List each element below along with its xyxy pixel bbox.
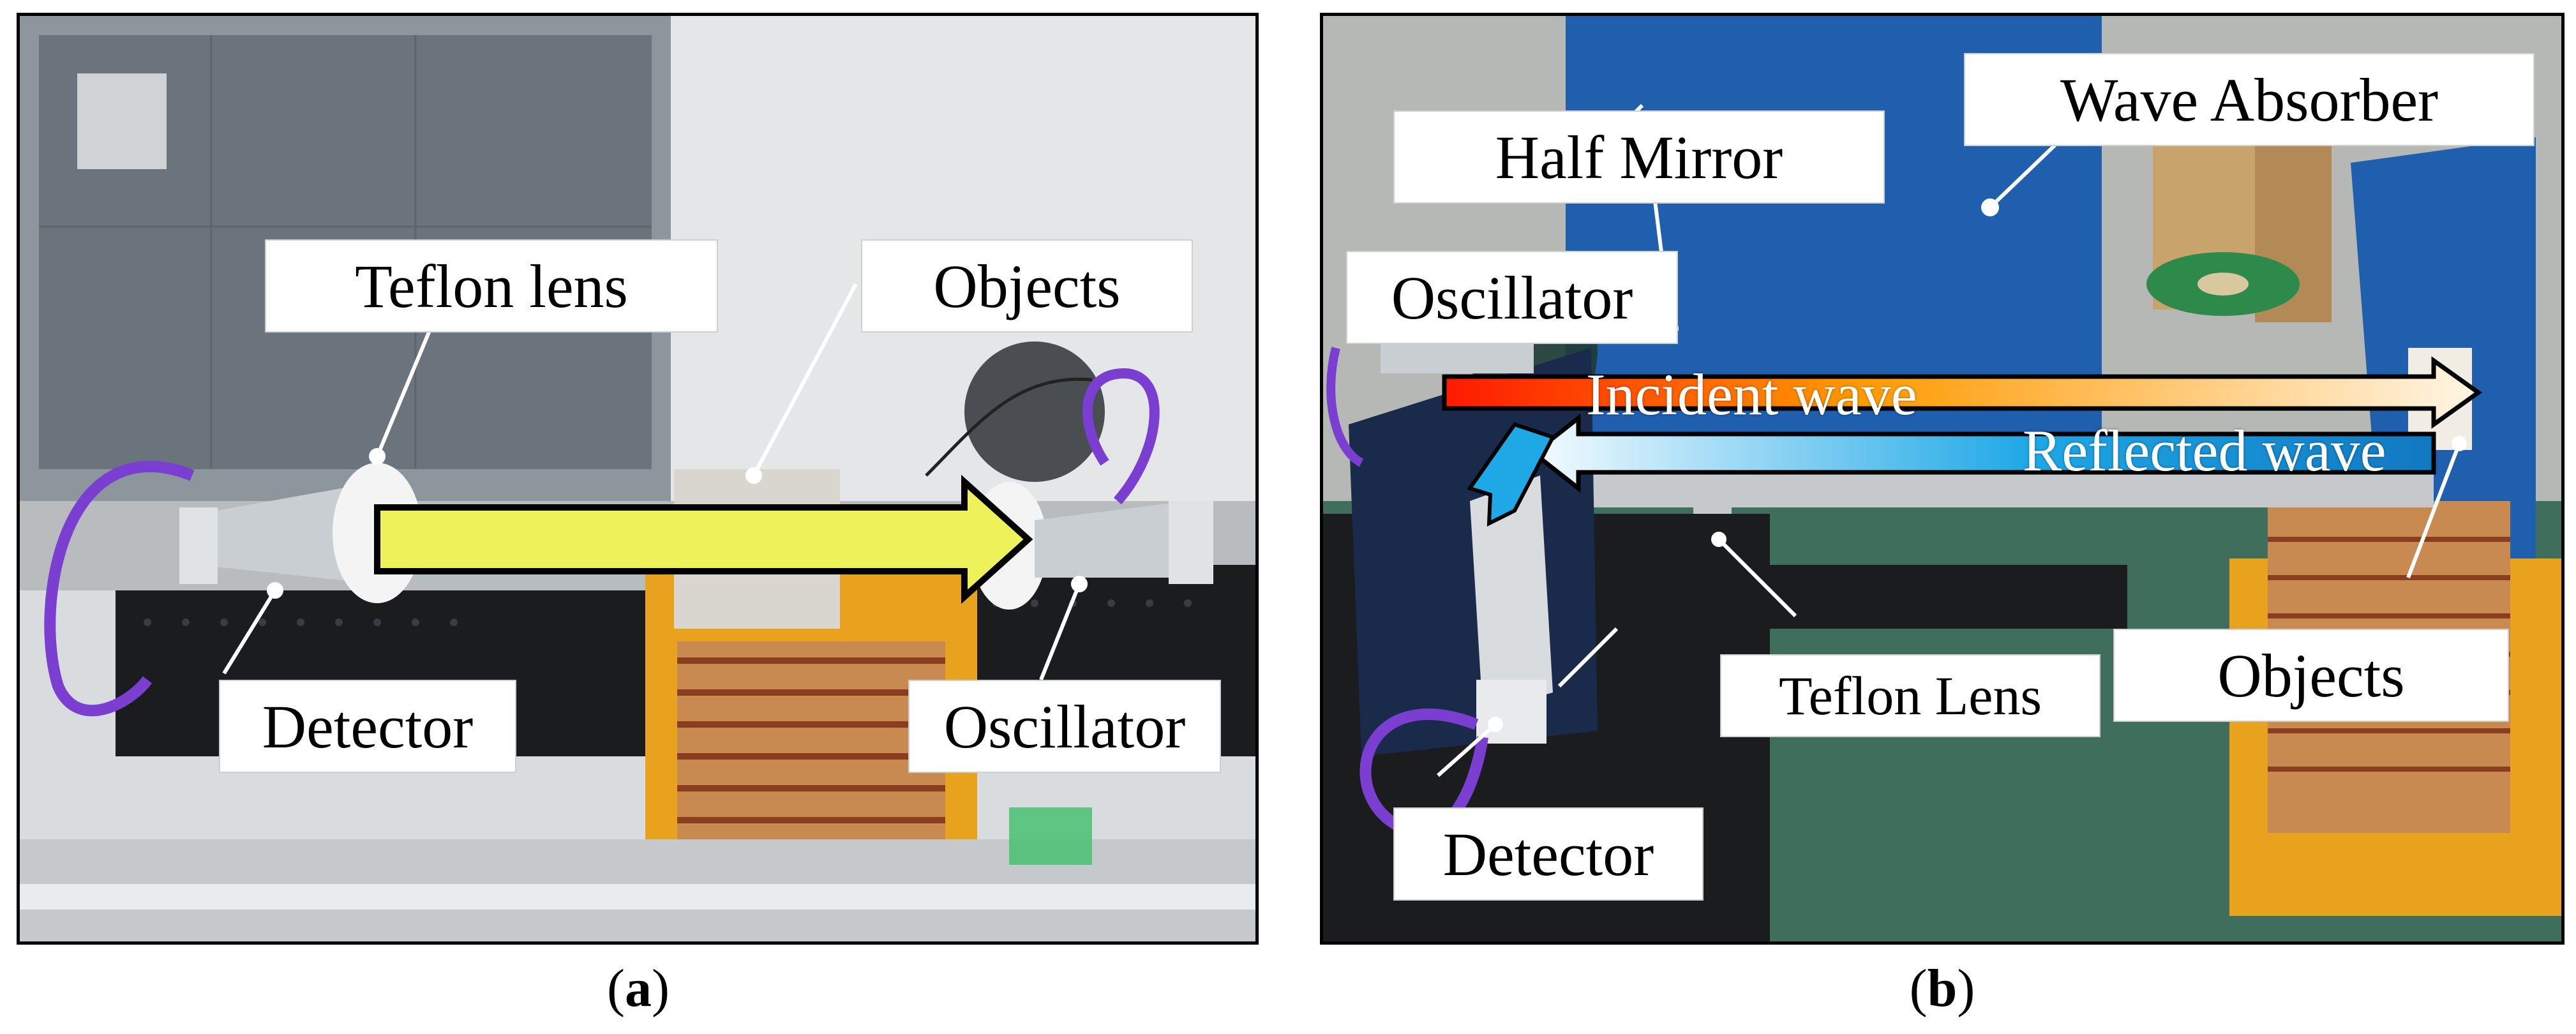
label-detector: Detector <box>219 680 516 773</box>
label-incident-wave: Incident wave <box>1586 362 1917 427</box>
caption-a-letter: a <box>625 959 652 1018</box>
incident-wave-arrow <box>1442 356 2483 429</box>
photo-b-scene <box>1323 16 2561 941</box>
label-teflon-lens: Teflon lens <box>265 239 718 333</box>
label-text: Half Mirror <box>1495 123 1783 191</box>
reflected-wave-arrow <box>1530 413 2436 493</box>
photo-panel-b: Wave Absorber Half Mirror Oscillator Inc… <box>1320 13 2565 945</box>
photo-panel-a: Teflon lens Objects Detector Oscillator <box>17 13 1259 945</box>
wave-direction-arrow <box>374 474 1033 604</box>
label-objects: Objects <box>861 239 1193 333</box>
label-reflected-wave: Reflected wave <box>2023 418 2386 483</box>
label-text: Detector <box>1442 820 1654 888</box>
caption-b: (b) <box>1909 959 1975 1018</box>
label-text: Objects <box>2217 641 2405 710</box>
label-objects: Objects <box>2113 629 2509 722</box>
label-oscillator: Oscillator <box>908 680 1221 773</box>
to-detector-arrow <box>1467 422 1556 527</box>
photo-a-scene <box>20 16 1255 941</box>
label-text: Oscillator <box>943 692 1186 761</box>
label-text: Wave Absorber <box>2060 65 2439 134</box>
label-text: Detector <box>262 692 474 761</box>
label-wave-absorber: Wave Absorber <box>1964 53 2535 146</box>
caption-a: (a) <box>607 959 670 1018</box>
label-text: Oscillator <box>1391 263 1633 332</box>
caption-b-letter: b <box>1927 959 1958 1018</box>
label-text: Teflon lens <box>355 251 628 320</box>
label-oscillator: Oscillator <box>1346 251 1678 344</box>
label-text: Objects <box>933 251 1121 320</box>
label-detector: Detector <box>1393 807 1704 901</box>
label-half-mirror: Half Mirror <box>1393 110 1885 204</box>
label-text: Teflon Lens <box>1779 665 2042 726</box>
label-teflon-lens: Teflon Lens <box>1720 654 2100 737</box>
